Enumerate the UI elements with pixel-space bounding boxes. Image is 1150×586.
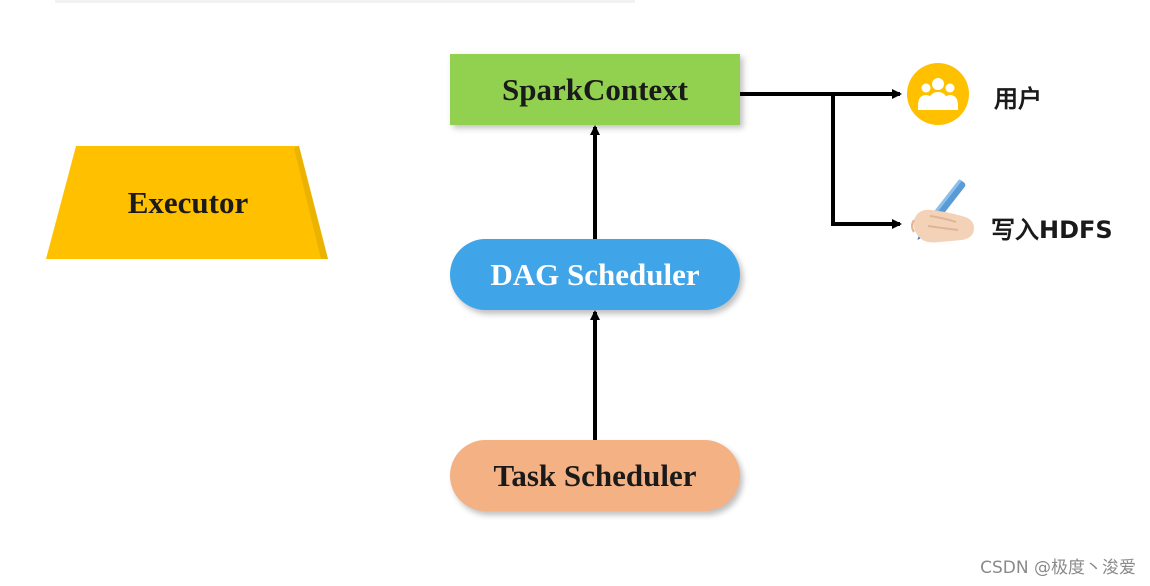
executor-label: Executor <box>127 185 249 220</box>
sparkcontext-node: SparkContext <box>450 54 740 125</box>
user-label: 用户 <box>994 85 1042 113</box>
arrow-sparkcontext-to-hdfs <box>831 94 902 229</box>
watermark: CSDN @极度丶浚爱 <box>980 558 1136 578</box>
top-divider <box>55 0 635 3</box>
task-scheduler-label: Task Scheduler <box>493 457 697 493</box>
task-scheduler-node: Task Scheduler <box>450 440 740 511</box>
executor-node: Executor <box>46 146 330 260</box>
dag-scheduler-label: DAG Scheduler <box>490 256 700 292</box>
sparkcontext-label: SparkContext <box>501 71 688 107</box>
dag-scheduler-node: DAG Scheduler <box>450 239 740 310</box>
executor-shape <box>46 146 328 259</box>
write-hdfs-label: 写入HDFS <box>991 216 1113 244</box>
users-group-icon <box>907 63 969 125</box>
hand-writing-pen-icon <box>911 179 974 243</box>
